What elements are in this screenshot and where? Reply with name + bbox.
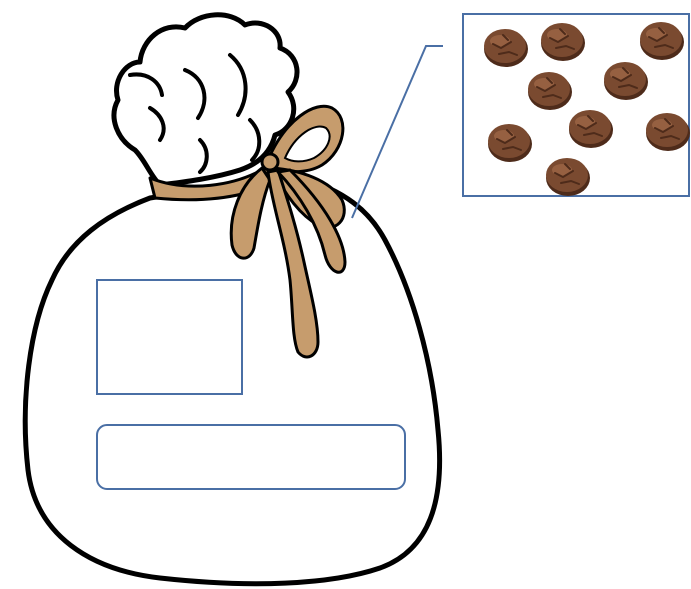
rope-knot: [262, 154, 278, 170]
number-answer-box[interactable]: [97, 280, 242, 394]
callout-pointer-line: [352, 46, 443, 218]
word-answer-box[interactable]: [97, 425, 405, 489]
